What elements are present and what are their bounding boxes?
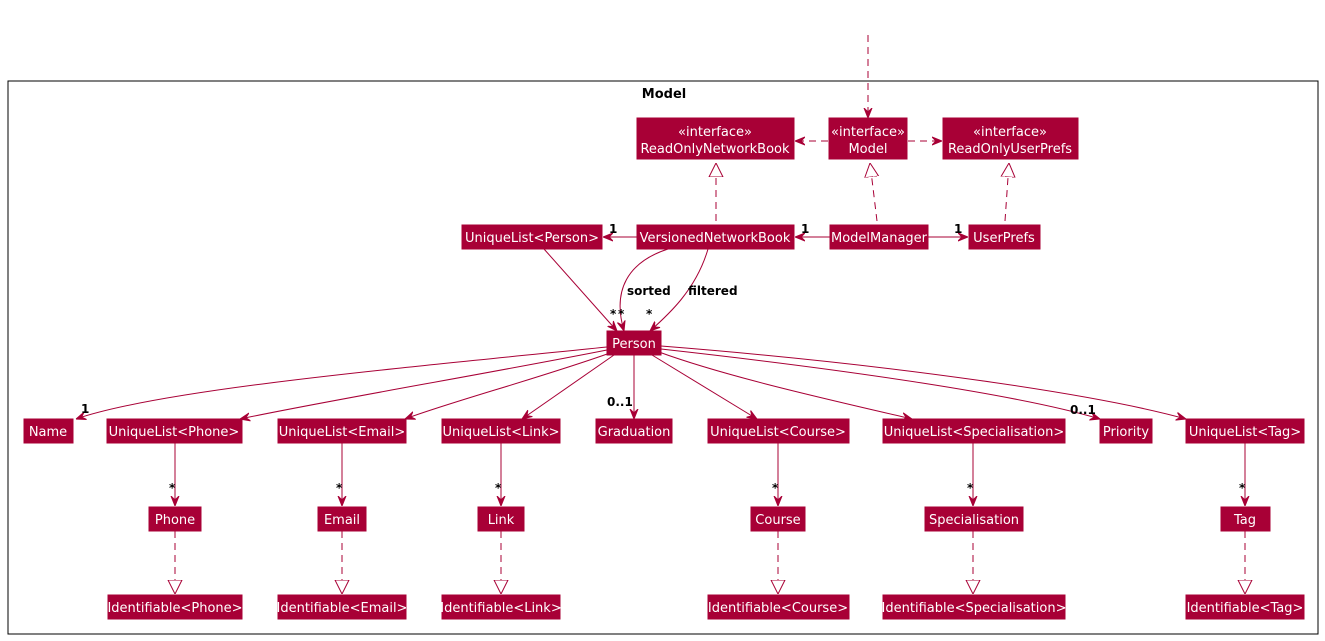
class-versionednetworkbook[interactable]: VersionedNetworkBook [636,224,795,250]
person-to-uniquelist-link [522,354,615,419]
class-uniquelist-specialisation[interactable]: UniqueList<Specialisation> [882,418,1066,444]
class-uniquelist-person[interactable]: UniqueList<Person> [461,224,603,250]
class-graduation[interactable]: Graduation [595,418,673,444]
class-phone[interactable]: Phone [148,506,202,532]
package-title: Model [642,87,686,102]
identifiable-tag-name: Identifiable<Tag> [1187,601,1304,616]
edge-labels: 1 1 1 * * * sorted filtered 1 0..1 0..1 … [81,222,1246,495]
mm-to-vnb-multiplicity: 1 [801,222,809,236]
class-uniquelist-email[interactable]: UniqueList<Email> [277,418,407,444]
person-to-priority [660,348,1100,419]
person-name: Person [612,337,656,352]
readonlynetworkbook-stereotype: «interface» [678,125,752,140]
versionednetworkbook-name: VersionedNetworkBook [640,231,791,246]
readonlyuserprefs-name: ReadOnlyUserPrefs [948,142,1072,157]
identifiable-phone-name: Identifiable<Phone> [107,601,242,616]
person-to-uniquelist-specialisation [658,351,912,419]
graduation-multiplicity: 0..1 [607,395,633,409]
specialisation-multiplicity: * [967,481,974,495]
sorted-role-label: sorted [627,284,671,298]
phone-name: Phone [155,513,195,528]
identifiable-specialisation-name: Identifiable<Specialisation> [882,601,1067,616]
class-tag[interactable]: Tag [1220,506,1271,532]
link-multiplicity: * [495,481,502,495]
connectors [76,35,1245,594]
uniquelist-specialisation-name: UniqueList<Specialisation> [884,425,1064,440]
class-email[interactable]: Email [317,506,367,532]
model-stereotype: «interface» [831,125,905,140]
class-identifiable-tag[interactable]: Identifiable<Tag> [1185,594,1305,620]
class-identifiable-email[interactable]: Identifiable<Email> [277,594,408,620]
uniquelist-tag-name: UniqueList<Tag> [1189,425,1301,440]
class-specialisation[interactable]: Specialisation [924,506,1024,532]
list-to-person-multiplicity: * [610,307,617,321]
class-uniquelist-tag[interactable]: UniqueList<Tag> [1185,418,1305,444]
link-name: Link [488,513,515,528]
class-uniquelist-course[interactable]: UniqueList<Course> [707,418,850,444]
tag-name: Tag [1233,513,1256,528]
class-person[interactable]: Person [606,330,662,356]
identifiable-email-name: Identifiable<Email> [277,601,408,616]
email-name: Email [324,513,360,528]
priority-name: Priority [1103,425,1150,440]
identifiable-course-name: Identifiable<Course> [708,601,848,616]
name-multiplicity: 1 [81,402,89,416]
modelmanager-realizes-model [870,163,877,222]
uniquelist-link-name: UniqueList<Link> [443,425,560,440]
sorted-multiplicity: * [618,307,625,321]
graduation-name: Graduation [598,425,671,440]
class-priority[interactable]: Priority [1099,418,1153,444]
uniquelist-person-name: UniqueList<Person> [465,231,599,246]
class-uniquelist-phone[interactable]: UniqueList<Phone> [106,418,243,444]
specialisation-name: Specialisation [929,513,1019,528]
person-to-uniquelist-course [651,354,757,419]
uniquelist-email-name: UniqueList<Email> [279,425,405,440]
readonlyuserprefs-stereotype: «interface» [973,125,1047,140]
class-model[interactable]: «interface» Model [828,117,908,160]
class-name[interactable]: Name [23,418,74,444]
class-link[interactable]: Link [477,506,525,532]
model-package: Model [7,80,1319,635]
vnb-filtered-to-person [650,248,709,331]
class-modelmanager[interactable]: ModelManager [829,224,929,250]
class-userprefs[interactable]: UserPrefs [968,224,1041,250]
phone-multiplicity: * [169,481,176,495]
person-to-uniquelist-email [405,352,611,419]
email-multiplicity: * [336,481,343,495]
identifiable-link-name: Identifiable<Link> [440,601,561,616]
filtered-multiplicity: * [646,307,653,321]
userprefs-realizes-readonlyuserprefs [1005,163,1009,222]
course-multiplicity: * [772,481,779,495]
mm-to-prefs-multiplicity: 1 [954,222,962,236]
course-name: Course [755,513,800,528]
uniquelist-course-name: UniqueList<Course> [710,425,846,440]
priority-multiplicity: 0..1 [1070,403,1096,417]
vnb-sorted-to-person [620,248,669,331]
class-identifiable-specialisation[interactable]: Identifiable<Specialisation> [882,594,1067,620]
vnb-to-list-multiplicity: 1 [609,222,617,236]
class-course[interactable]: Course [750,506,806,532]
filtered-role-label: filtered [688,284,738,298]
class-identifiable-phone[interactable]: Identifiable<Phone> [107,594,243,620]
uniquelist-phone-name: UniqueList<Phone> [109,425,240,440]
class-uniquelist-link[interactable]: UniqueList<Link> [441,418,561,444]
class-identifiable-course[interactable]: Identifiable<Course> [707,594,850,620]
person-to-name [76,346,608,419]
userprefs-name: UserPrefs [973,231,1035,246]
class-readonlyuserprefs[interactable]: «interface» ReadOnlyUserPrefs [942,117,1079,160]
uniquelist-person-to-person [543,248,617,331]
name-class-name: Name [29,425,67,440]
tag-multiplicity: * [1239,481,1246,495]
class-identifiable-link[interactable]: Identifiable<Link> [440,594,562,620]
person-to-uniquelist-phone [240,349,608,419]
model-name: Model [848,142,887,157]
person-to-uniquelist-tag [660,345,1186,419]
modelmanager-name: ModelManager [831,231,928,246]
class-readonlynetworkbook[interactable]: «interface» ReadOnlyNetworkBook [636,117,795,160]
readonlynetworkbook-name: ReadOnlyNetworkBook [640,142,790,157]
